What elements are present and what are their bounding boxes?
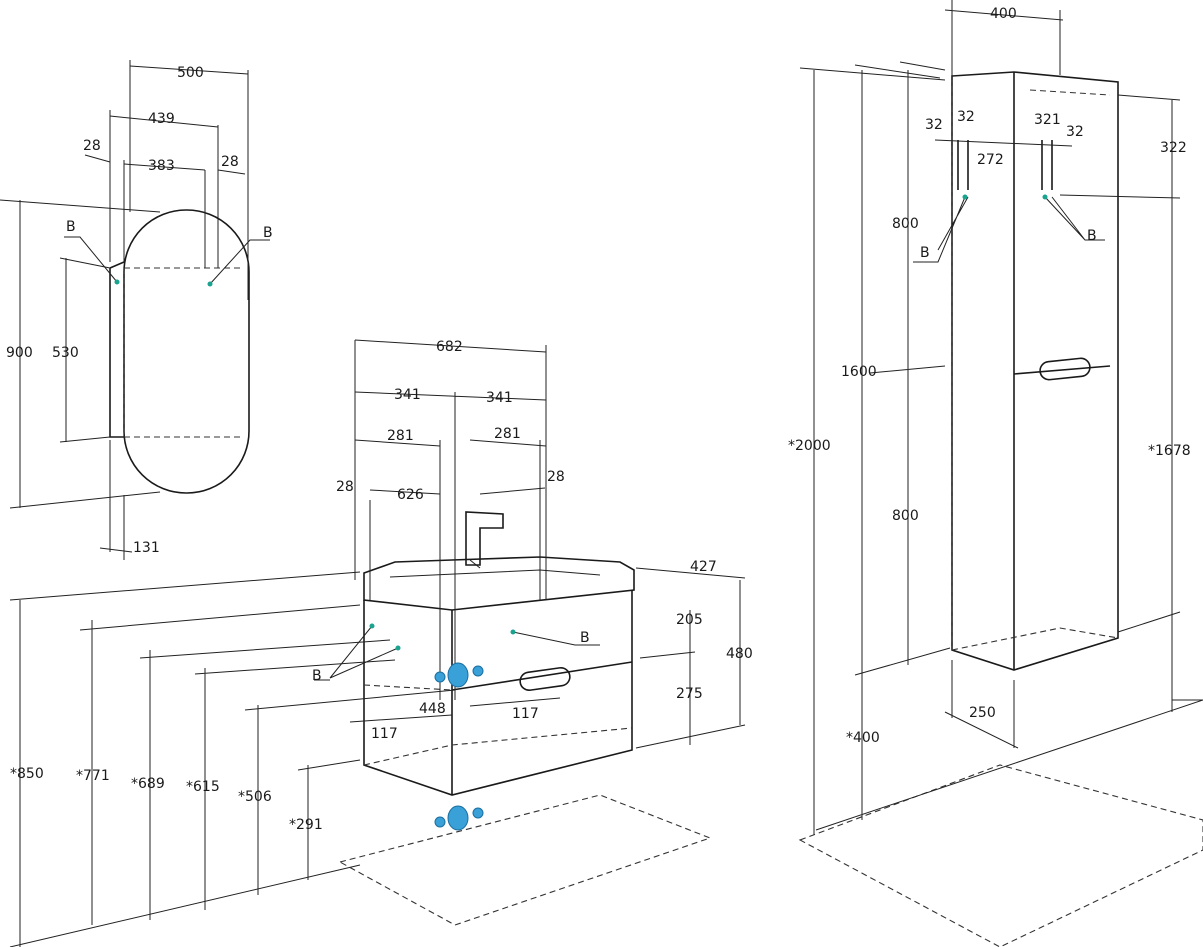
vanity-drawing: 682 341 341 281 281 626 28 28 427 205 27… bbox=[9, 339, 753, 947]
vanity-half-left: 341 bbox=[394, 387, 421, 403]
floor-height-850: *850 bbox=[10, 766, 44, 782]
column-width: 400 bbox=[990, 6, 1017, 22]
mirror-width-383: 383 bbox=[148, 158, 175, 174]
vanity-width-682: 682 bbox=[436, 339, 463, 355]
mirror-gap-right: 28 bbox=[221, 154, 239, 170]
mirror-point-b-right: B bbox=[263, 225, 273, 241]
floor-height-506: *506 bbox=[238, 789, 272, 805]
mirror-height-530: 530 bbox=[52, 345, 79, 361]
mirror-width-500: 500 bbox=[177, 65, 204, 81]
floor-height-291: *291 bbox=[289, 817, 323, 833]
mirror-height-900: 900 bbox=[6, 345, 33, 361]
floor-height-689: *689 bbox=[131, 776, 165, 792]
column-hinge-b: 32 bbox=[957, 109, 975, 125]
vanity-pipe-offset: 448 bbox=[419, 701, 446, 717]
column-lower-section: 800 bbox=[892, 508, 919, 524]
vanity-floor bbox=[338, 794, 712, 926]
vanity-drawer-split bbox=[451, 661, 633, 691]
column-inner-span: 272 bbox=[977, 152, 1004, 168]
vanity-top-drawer: 205 bbox=[676, 612, 703, 628]
column-top-offset: 322 bbox=[1160, 140, 1187, 156]
column-hinge-a: 32 bbox=[925, 117, 943, 133]
mirror-depth-131: 131 bbox=[133, 540, 160, 556]
column-point-b-left: B bbox=[920, 245, 930, 261]
vanity-side-left: 28 bbox=[336, 479, 354, 495]
column-upper-section: 800 bbox=[892, 216, 919, 232]
vanity-depth: 427 bbox=[690, 559, 717, 575]
vanity-point-b-left: B bbox=[312, 668, 322, 684]
column-total-height: *2000 bbox=[788, 438, 831, 454]
mirror-oval bbox=[123, 209, 250, 494]
vanity-handle bbox=[519, 666, 571, 692]
vanity-point-b-right: B bbox=[580, 630, 590, 646]
column-floor bbox=[798, 764, 1203, 947]
vanity-pipe-connectors bbox=[434, 662, 484, 831]
vanity-faucet bbox=[465, 511, 504, 566]
vanity-bowl-right: 281 bbox=[494, 426, 521, 442]
vanity-basin bbox=[363, 556, 635, 611]
column-point-b-right: B bbox=[1087, 228, 1097, 244]
mirror-point-b-left: B bbox=[66, 219, 76, 235]
mirror-side-panel bbox=[109, 261, 125, 438]
floor-height-615: *615 bbox=[186, 779, 220, 795]
column-floor-offset: *400 bbox=[846, 730, 880, 746]
mirror-drawing: 500 439 383 28 28 900 530 131 B B bbox=[0, 60, 273, 560]
mirror-inner-outline bbox=[123, 267, 240, 438]
vanity-side-right: 28 bbox=[547, 469, 565, 485]
vanity-handle-offset-left: 117 bbox=[371, 726, 398, 742]
vanity-half-right: 341 bbox=[486, 390, 513, 406]
column-bottom-offset: *1678 bbox=[1148, 443, 1191, 459]
column-body-height: 1600 bbox=[841, 364, 877, 380]
vanity-height: 480 bbox=[726, 646, 753, 662]
vanity-bottom-drawer: 275 bbox=[676, 686, 703, 702]
mirror-width-439: 439 bbox=[148, 111, 175, 127]
vanity-cabinet bbox=[363, 590, 633, 796]
floor-height-771: *771 bbox=[76, 768, 110, 784]
column-handle bbox=[1039, 357, 1091, 381]
vanity-inner-width: 626 bbox=[397, 487, 424, 503]
mirror-gap-left: 28 bbox=[83, 138, 101, 154]
column-drawing: 400 32 32 321 32 272 322 800 800 1600 *2… bbox=[788, 0, 1203, 947]
vanity-bowl-left: 281 bbox=[387, 428, 414, 444]
column-hinge-c: 321 bbox=[1034, 112, 1061, 128]
column-depth: 250 bbox=[969, 705, 996, 721]
vanity-handle-offset: 117 bbox=[512, 706, 539, 722]
column-hinge-d: 32 bbox=[1066, 124, 1084, 140]
